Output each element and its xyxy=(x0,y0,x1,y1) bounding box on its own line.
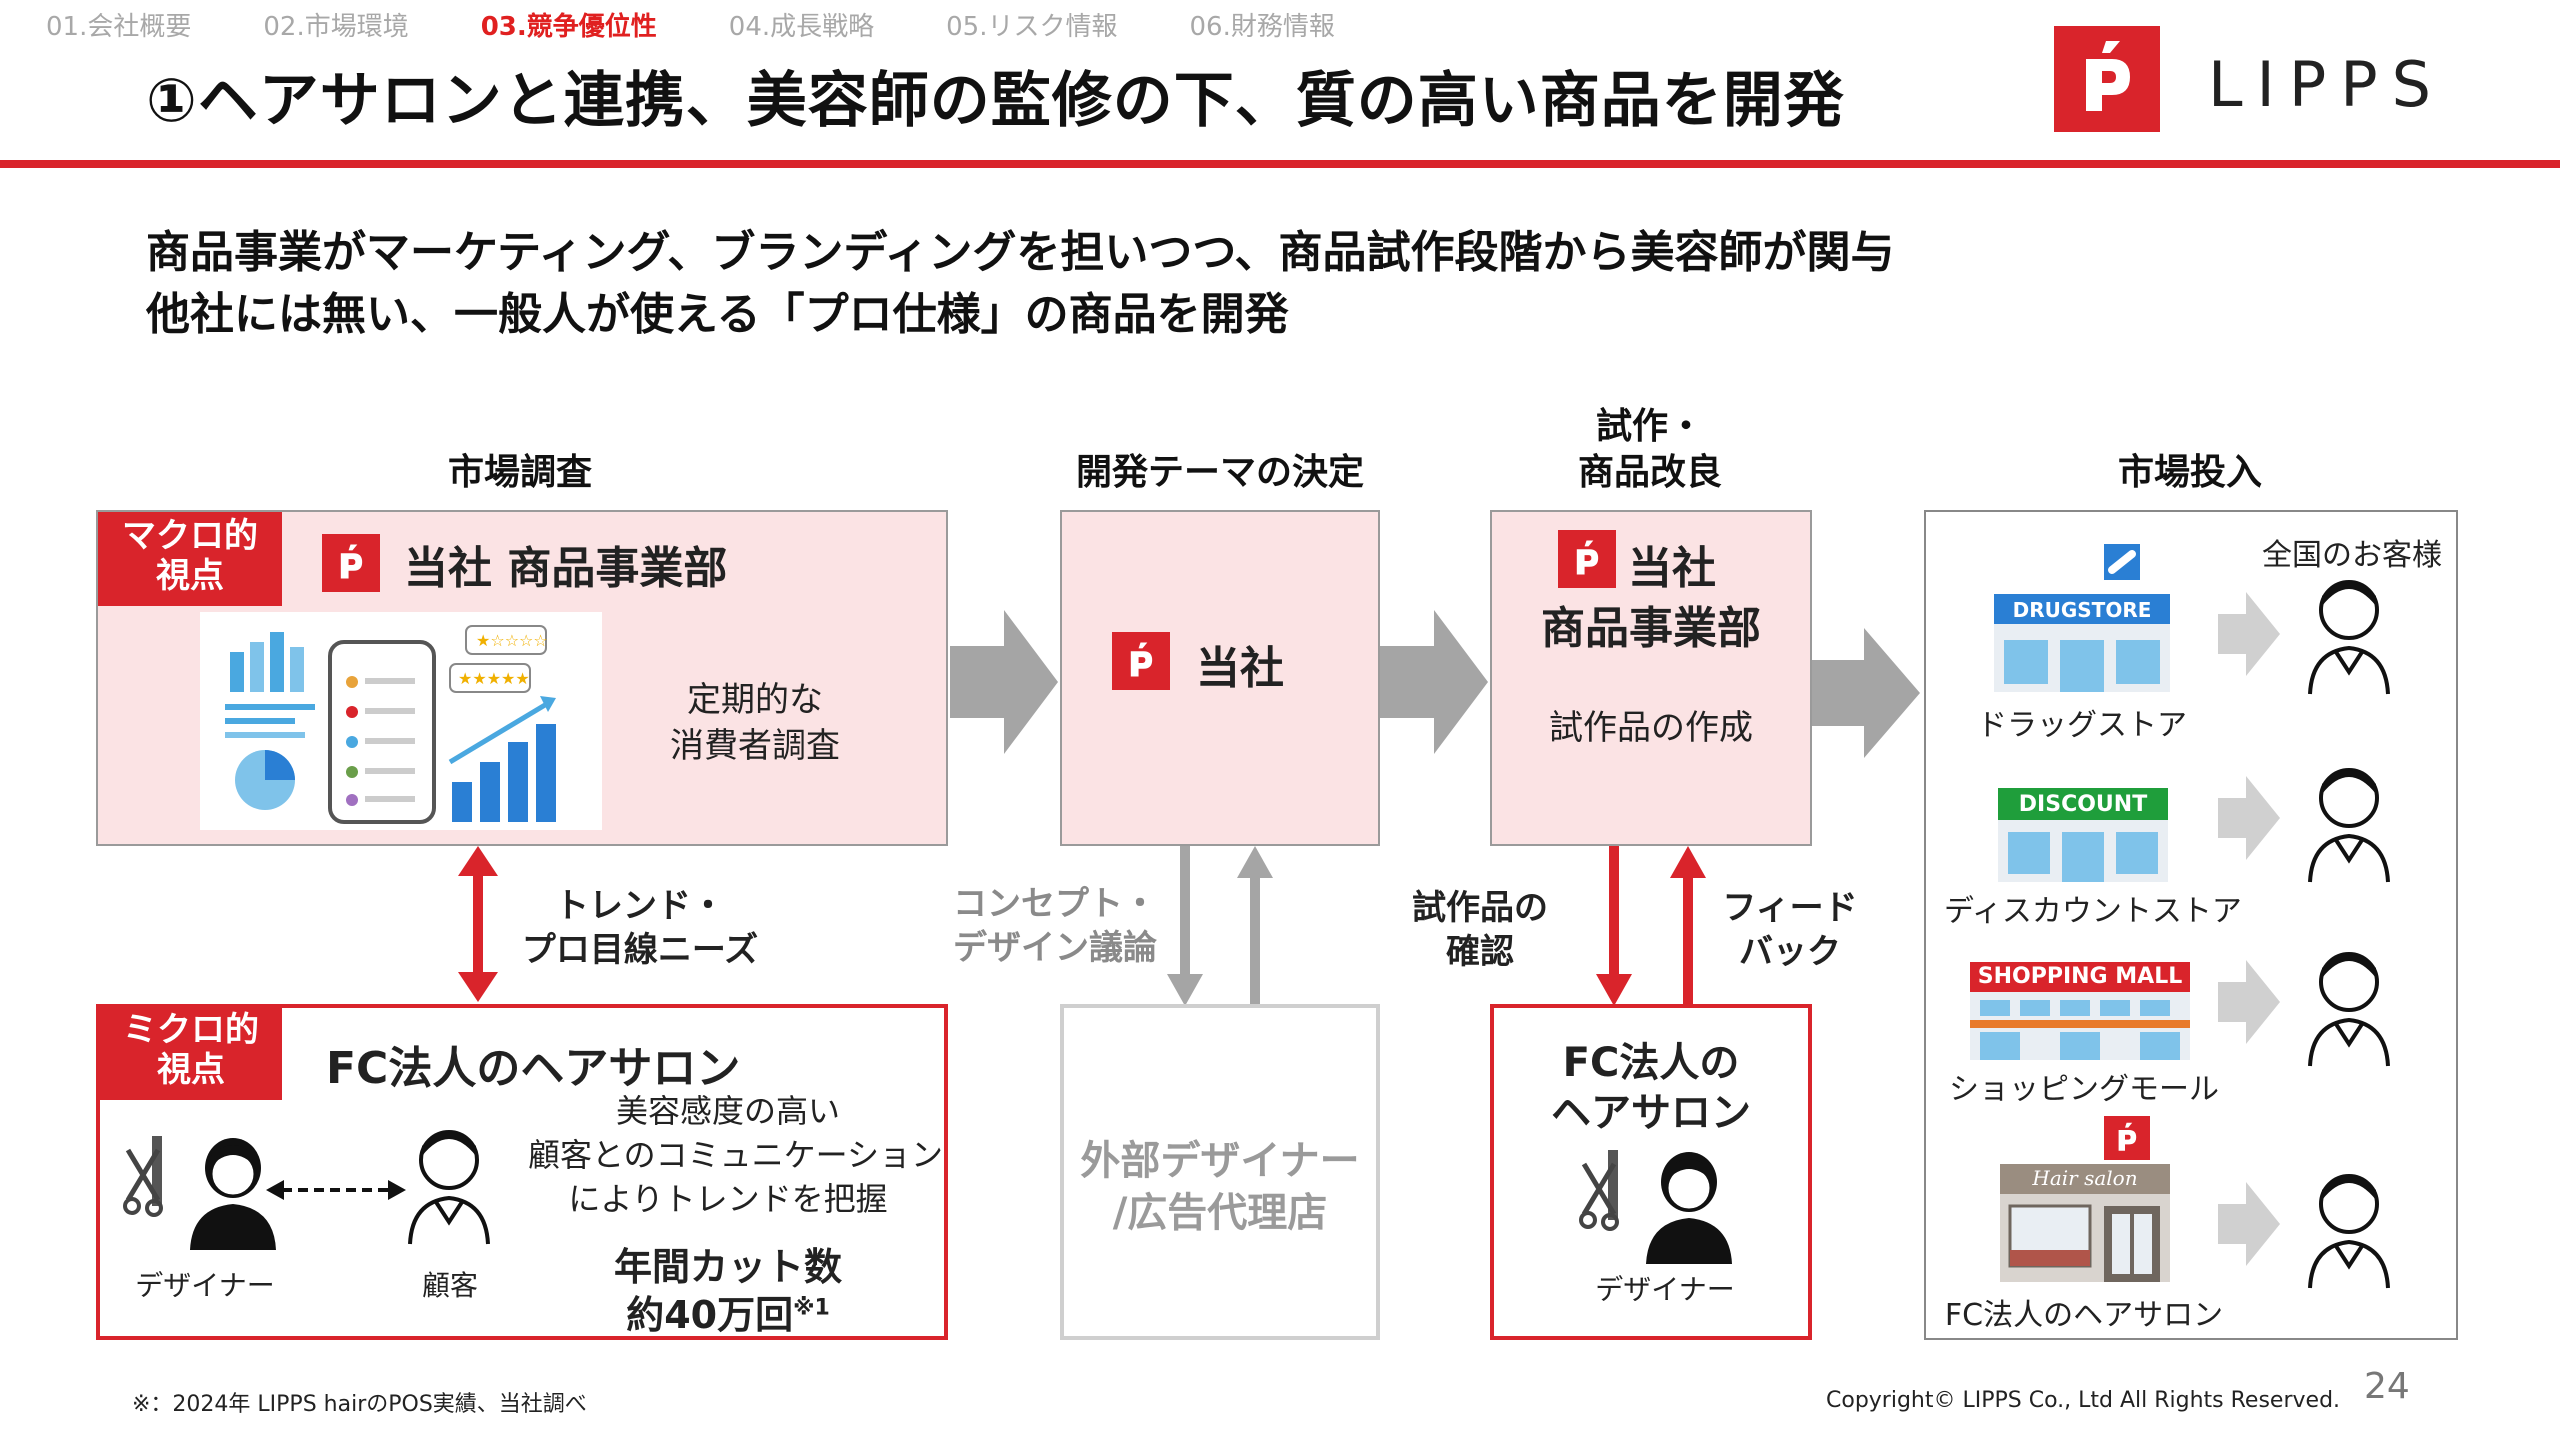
prototype-box xyxy=(1490,510,1812,846)
salon-sign: Hair salon xyxy=(2032,1166,2138,1190)
lipps-p-icon xyxy=(1112,632,1170,690)
macro-tag: マクロ的視点 xyxy=(98,512,282,606)
prototype-heading-line1: 当社 xyxy=(1628,543,1716,594)
designer-with-tools-icon xyxy=(123,1136,276,1250)
micro-desc-line1: 美容感度の高い xyxy=(615,1092,840,1130)
customers-label: 全国のお客様 xyxy=(2262,538,2442,573)
prototype-heading-line2: 商品事業部 xyxy=(1541,603,1761,654)
external-designer-box xyxy=(1060,1004,1380,1340)
column-theme-decision: 開発テーマの決定 xyxy=(1075,452,1364,493)
mall-sign: SHOPPING MALL xyxy=(1977,964,2183,989)
page-number: 24 xyxy=(2364,1366,2410,1407)
lead-line-1: 商品事業がマーケティング、ブランディングを担いつつ、商品試作段階から美容師が関与 xyxy=(146,227,1895,278)
discount-sign: DISCOUNT xyxy=(2018,792,2148,817)
column-market-research: 市場調査 xyxy=(447,452,592,493)
nav-item-competitive[interactable]: 03.競争優位性 xyxy=(480,12,657,42)
concept-label-line1: コンセプト・ xyxy=(953,884,1157,924)
channel-salon-label: FC法人のヘアサロン xyxy=(1944,1298,2224,1333)
lead-line-2: 他社には無い、一般人が使える「プロ仕様」の商品を開発 xyxy=(146,289,1289,340)
launch-arrow-icon xyxy=(2218,1182,2280,1266)
micro-tag: ミクロ的視点 xyxy=(100,1008,282,1100)
external-line1: 外部デザイナー xyxy=(1080,1138,1360,1184)
fc-heading-line1: FC法人の xyxy=(1562,1040,1740,1086)
fc-designer-label: デザイナー xyxy=(1595,1273,1735,1306)
macro-desc-line2: 消費者調査 xyxy=(670,726,840,766)
nav-item-growth[interactable]: 04.成長戦略 xyxy=(728,12,875,42)
fc-heading-line2: ヘアサロン xyxy=(1551,1090,1751,1136)
logo-wordmark: LIPPS xyxy=(2208,48,2445,121)
feedback-label-line1: フィード xyxy=(1722,888,1858,928)
customer-person-icon xyxy=(2308,1174,2390,1289)
flow-arrow-1-icon xyxy=(950,610,1058,754)
discount-store-building-icon xyxy=(1998,788,2168,882)
trend-label-line2: プロ目線ニーズ xyxy=(521,930,759,970)
customer-person-icon xyxy=(2308,580,2390,695)
feedback-arrows-icon xyxy=(1596,846,1706,1006)
nav-item-market[interactable]: 02.市場環境 xyxy=(263,12,409,42)
channel-discount-label: ディスカウントストア xyxy=(1944,894,2242,929)
launch-arrow-icon xyxy=(2218,776,2280,860)
drugstore-sign: DRUGSTORE xyxy=(2012,598,2152,622)
micro-desc-line3: によりトレンドを把握 xyxy=(568,1180,888,1218)
micro-heading: FC法人のヘアサロン xyxy=(326,1043,741,1094)
micro-designer-label: デザイナー xyxy=(135,1269,275,1302)
lipps-logo-icon xyxy=(2054,26,2160,132)
theme-heading: 当社 xyxy=(1196,643,1284,694)
micro-stat-line2: 約40万回※1 xyxy=(626,1293,830,1337)
flow-arrow-3-icon xyxy=(1812,628,1920,758)
svg-text:★☆☆☆☆: ★☆☆☆☆ xyxy=(476,631,548,650)
concept-arrows-icon xyxy=(1167,846,1273,1006)
header-divider xyxy=(0,160,2560,168)
drugstore-building-icon xyxy=(1994,544,2170,692)
launch-arrow-icon xyxy=(2218,960,2280,1044)
macro-heading: 当社 商品事業部 xyxy=(404,543,728,594)
micro-stat-line1: 年間カット数 xyxy=(613,1245,842,1289)
hair-salon-building-icon xyxy=(2000,1164,2170,1282)
channel-mall-label: ショッピングモール xyxy=(1949,1072,2219,1107)
micro-customer-label: 顧客 xyxy=(421,1269,478,1302)
concept-label-line2: デザイン議論 xyxy=(953,928,1157,968)
nav-item-risk[interactable]: 05.リスク情報 xyxy=(946,12,1118,42)
copyright: Copyright© LIPPS Co., Ltd All Rights Res… xyxy=(1826,1388,2341,1413)
column-prototype-line2: 商品改良 xyxy=(1577,452,1722,493)
check-label-line2: 確認 xyxy=(1446,932,1514,972)
column-prototype-line1: 試作・ xyxy=(1595,406,1704,447)
communication-dashed-arrow-icon xyxy=(266,1180,406,1200)
flow-arrow-2-icon xyxy=(1380,610,1488,754)
macro-desc-line1: 定期的な xyxy=(687,680,823,720)
trend-double-arrow-icon xyxy=(458,846,498,1002)
channel-drugstore-label: ドラッグストア xyxy=(1977,708,2187,743)
consumer-survey-illustration-icon: ★☆☆☆☆ ★★★★★ xyxy=(200,612,602,830)
trend-label-line1: トレンド・ xyxy=(555,886,725,926)
nav-item-company[interactable]: 01.会社概要 xyxy=(46,12,192,42)
micro-desc-line2: 顧客とのコミュニケーション xyxy=(528,1136,944,1174)
fc-designer-with-tools-icon xyxy=(1579,1150,1732,1264)
lipps-p-icon xyxy=(1558,530,1616,588)
nav-item-finance[interactable]: 06.財務情報 xyxy=(1189,12,1335,42)
customer-person-icon xyxy=(2308,952,2390,1067)
fc-salon-box xyxy=(1490,1004,1812,1340)
check-label-line1: 試作品の xyxy=(1412,888,1548,928)
customer-person-icon xyxy=(408,1130,490,1245)
lipps-p-icon xyxy=(2104,1116,2150,1160)
column-market-launch: 市場投入 xyxy=(2117,452,2262,493)
feedback-label-line2: バック xyxy=(1739,932,1841,972)
customer-person-icon xyxy=(2308,768,2390,883)
prototype-desc: 試作品の作成 xyxy=(1549,708,1753,748)
section-nav: 01.会社概要 02.市場環境 03.競争優位性 04.成長戦略 05.リスク情… xyxy=(46,6,1407,42)
external-line2: /広告代理店 xyxy=(1112,1190,1328,1236)
launch-arrow-icon xyxy=(2218,592,2280,676)
page-title: ①ヘアサロンと連携、美容師の監修の下、質の高い商品を開発 xyxy=(146,66,1845,136)
svg-text:★★★★★: ★★★★★ xyxy=(458,669,530,688)
footnote: ※：2024年 LIPPS hairのPOS実績、当社調べ xyxy=(132,1392,587,1417)
lipps-p-icon xyxy=(322,534,380,592)
shopping-mall-building-icon xyxy=(1970,962,2190,1060)
